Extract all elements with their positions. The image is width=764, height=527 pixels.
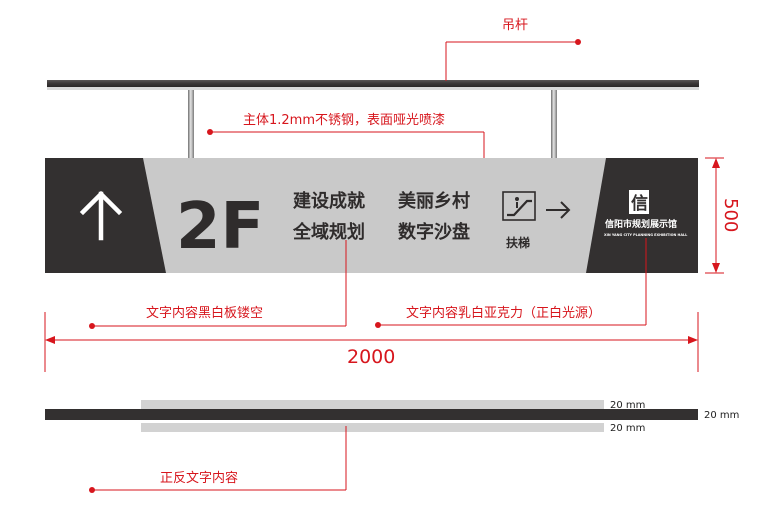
section-view <box>45 400 698 432</box>
directory-item-4: 数字沙盘 <box>398 221 470 243</box>
sign-light-panel <box>143 158 606 273</box>
arrow-up-icon <box>79 190 123 241</box>
height-dimension-label: 500 <box>720 198 741 232</box>
thickness-top-label: 20 mm <box>610 400 645 411</box>
hanging-rod-right <box>551 90 557 158</box>
hanging-rod-left <box>188 90 194 158</box>
floor-number: 2F <box>176 190 264 264</box>
arrow-right-icon <box>546 201 571 219</box>
logo-name: 信阳市规划展示馆 <box>605 218 677 230</box>
directory-item-2: 美丽乡村 <box>398 190 470 212</box>
annotation-body-material-label: 主体1.2mm不锈钢，表面哑光喷漆 <box>243 112 445 128</box>
annotation-rod-label: 吊杆 <box>502 18 528 33</box>
logo-subtitle: XIN YANG CITY PLANNING EXHIBITION HALL <box>604 233 688 237</box>
annotation-text-acrylic: 文字内容乳白亚克力（正白光源） <box>375 238 647 328</box>
width-dimension <box>44 312 699 372</box>
escalator-label: 扶梯 <box>506 235 530 250</box>
sign-panel <box>45 158 698 273</box>
directory-item-1: 建设成就 <box>293 190 365 212</box>
ceiling-rail <box>47 80 699 90</box>
width-dimension-label: 2000 <box>347 346 395 368</box>
thickness-mid-label: 20 mm <box>704 410 739 421</box>
annotation-body-material: 主体1.2mm不锈钢，表面哑光喷漆 <box>207 112 485 158</box>
annotation-double-sided: 正反文字内容 <box>89 426 347 493</box>
directory-item-3: 全域规划 <box>292 221 365 243</box>
annotation-rod: 吊杆 <box>445 18 581 81</box>
height-dimension <box>705 157 724 274</box>
annotation-double-sided-label: 正反文字内容 <box>160 470 238 486</box>
escalator-icon <box>502 191 536 221</box>
annotation-text-hollow-label: 文字内容黑白板镂空 <box>146 305 263 321</box>
annotation-text-hollow: 文字内容黑白板镂空 <box>89 240 347 329</box>
logo-glyph: 信 <box>631 193 648 214</box>
thickness-bottom-label: 20 mm <box>610 423 645 434</box>
exhibition-hall-logo: 信 信阳市规划展示馆 XIN YANG CITY PLANNING EXHIBI… <box>604 190 688 237</box>
annotation-text-acrylic-label: 文字内容乳白亚克力（正白光源） <box>406 305 601 321</box>
